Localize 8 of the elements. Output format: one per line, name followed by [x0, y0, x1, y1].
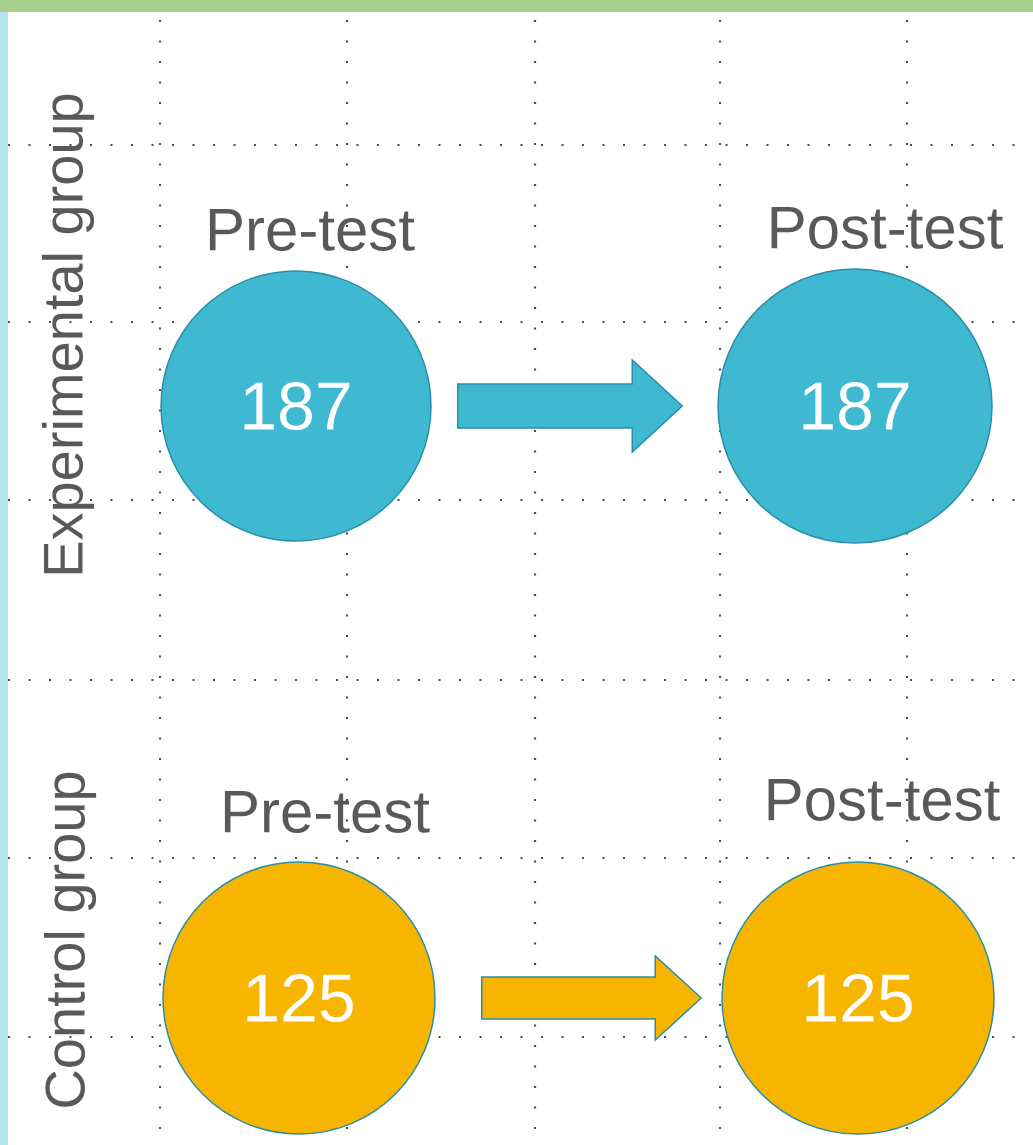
circle-caption: Post-test	[771, 207, 1003, 249]
circle-caption: Pre-test	[224, 791, 430, 833]
block-arrow	[457, 358, 684, 454]
group-label: Control group	[43, 772, 97, 1107]
group-label: Experimental group	[41, 94, 95, 574]
block-arrow	[481, 954, 703, 1042]
circle-caption: Post-test	[768, 779, 1000, 821]
circle-caption: Pre-test	[209, 209, 415, 251]
